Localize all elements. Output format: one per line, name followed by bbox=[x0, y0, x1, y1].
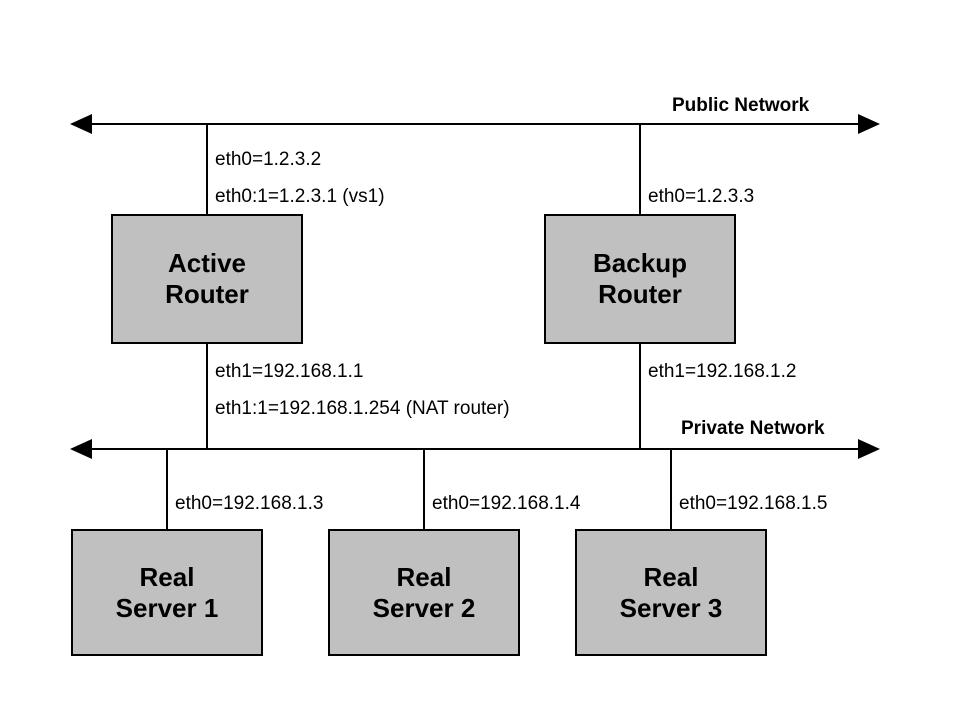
backup-router-public-link bbox=[639, 123, 641, 215]
active-router-eth1-alias-label: eth1:1=192.168.1.254 (NAT router) bbox=[215, 398, 510, 419]
real-server-1-node[interactable]: Real Server 1 bbox=[71, 529, 263, 656]
public-network-left-arrow-icon bbox=[70, 114, 92, 134]
real-server-1-link bbox=[166, 448, 168, 529]
active-router-public-link bbox=[206, 123, 208, 215]
private-network-left-arrow-icon bbox=[70, 439, 92, 459]
real-server-1-label-line2: Server 1 bbox=[115, 592, 219, 623]
active-router-private-link bbox=[206, 344, 208, 449]
backup-router-label-line2: Router bbox=[598, 279, 682, 309]
real-server-1-eth0-label: eth0=192.168.1.3 bbox=[175, 493, 324, 514]
active-router-eth0-alias-label: eth0:1=1.2.3.1 (vs1) bbox=[215, 186, 385, 207]
real-server-3-label-line1: Real bbox=[643, 561, 699, 592]
real-server-3-node[interactable]: Real Server 3 bbox=[575, 529, 767, 656]
private-network-label: Private Network bbox=[681, 418, 825, 439]
private-network-bus bbox=[91, 448, 861, 450]
public-network-label: Public Network bbox=[672, 95, 810, 116]
public-network-bus bbox=[91, 123, 861, 125]
public-network-right-arrow-icon bbox=[858, 114, 880, 134]
backup-router-label-line1: Backup bbox=[593, 248, 687, 279]
active-router-label-line2: Router bbox=[165, 279, 249, 309]
backup-router-eth0-label: eth0=1.2.3.3 bbox=[648, 186, 755, 207]
real-server-2-link bbox=[423, 448, 425, 529]
private-network-right-arrow-icon bbox=[858, 439, 880, 459]
real-server-2-label-line1: Real bbox=[396, 561, 452, 592]
active-router-eth0-label: eth0=1.2.3.2 bbox=[215, 149, 322, 170]
real-server-1-label-line1: Real bbox=[139, 561, 195, 592]
backup-router-node[interactable]: Backup Router bbox=[544, 214, 736, 344]
real-server-2-eth0-label: eth0=192.168.1.4 bbox=[432, 493, 581, 514]
real-server-2-node[interactable]: Real Server 2 bbox=[328, 529, 520, 656]
real-server-2-label-line2: Server 2 bbox=[372, 592, 476, 623]
real-server-3-label-line2: Server 3 bbox=[619, 592, 723, 623]
active-router-node[interactable]: Active Router bbox=[111, 214, 303, 344]
real-server-3-link bbox=[670, 448, 672, 529]
backup-router-private-link bbox=[639, 344, 641, 449]
active-router-eth1-label: eth1=192.168.1.1 bbox=[215, 361, 364, 382]
active-router-label-line1: Active bbox=[167, 248, 247, 279]
real-server-3-eth0-label: eth0=192.168.1.5 bbox=[679, 493, 828, 514]
backup-router-eth1-label: eth1=192.168.1.2 bbox=[648, 361, 797, 382]
